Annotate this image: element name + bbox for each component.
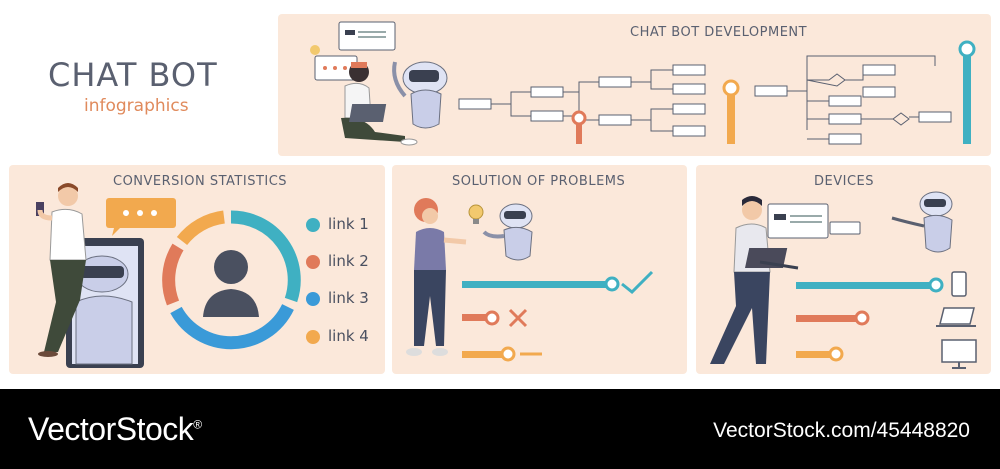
legend-link-2[interactable]: link 2 bbox=[328, 252, 369, 270]
man-phone-robot-illustration bbox=[36, 183, 176, 368]
developer-robot-illustration bbox=[310, 21, 448, 146]
woman-robot-idea-illustration bbox=[406, 198, 533, 356]
conversion-donut-chart bbox=[162, 210, 301, 350]
check-icon bbox=[621, 270, 654, 295]
legend-dot-4 bbox=[306, 330, 320, 344]
legend-dot-1 bbox=[306, 218, 320, 232]
panel-development-title: CHAT BOT DEVELOPMENT bbox=[630, 25, 808, 40]
page-title: CHAT BOT bbox=[48, 56, 218, 94]
legend-dot-3 bbox=[306, 292, 320, 306]
monitor-icon bbox=[941, 339, 977, 369]
footer-image-id: VectorStock.com/45448820 bbox=[713, 419, 970, 442]
footer-bar: VectorStock® VectorStock.com/45448820 bbox=[0, 389, 1000, 469]
panel-devices-title: DEVICES bbox=[814, 174, 874, 189]
laptop-icon bbox=[936, 307, 976, 327]
footer-brand[interactable]: VectorStock® bbox=[28, 411, 202, 448]
legend-link-4[interactable]: link 4 bbox=[328, 327, 369, 345]
phone-icon bbox=[951, 271, 967, 297]
development-gauges bbox=[571, 40, 976, 144]
legend-link-3[interactable]: link 3 bbox=[328, 289, 369, 307]
footer-brand-reg: ® bbox=[193, 417, 202, 432]
man-laptop-robot-illustration bbox=[710, 191, 977, 369]
legend-link-1[interactable]: link 1 bbox=[328, 215, 369, 233]
page-subtitle: infographics bbox=[84, 96, 189, 116]
panel-conversion-title: CONVERSION STATISTICS bbox=[113, 174, 288, 189]
legend-dot-2 bbox=[306, 255, 320, 269]
flowchart-diagram bbox=[458, 40, 976, 145]
solution-progress-bars bbox=[462, 270, 654, 362]
cross-icon bbox=[508, 308, 528, 328]
panel-solution-title: SOLUTION OF PROBLEMS bbox=[452, 174, 626, 189]
footer-brand-text: VectorStock bbox=[28, 411, 194, 447]
